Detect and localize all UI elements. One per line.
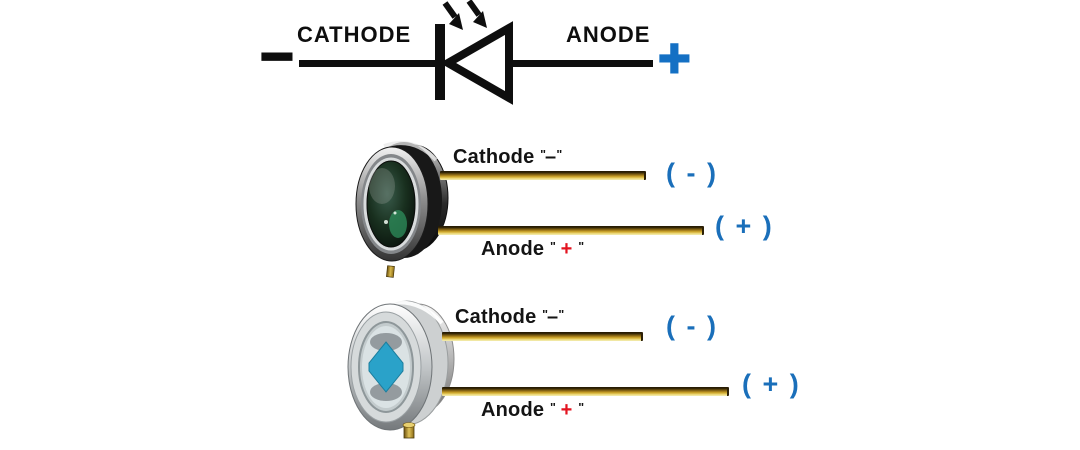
- cathode-sign: –: [547, 306, 559, 328]
- anode-lead: [442, 387, 729, 396]
- cathode-lead-label: Cathode "–": [455, 306, 564, 328]
- close-quote: ": [556, 147, 562, 162]
- cathode-polarity-marker: ( - ): [666, 158, 718, 188]
- photodiode-dome-lens-photo: [355, 141, 449, 278]
- open-quote: ": [540, 147, 546, 162]
- cathode-label-text: Cathode: [453, 146, 535, 168]
- close-quote: ": [578, 400, 584, 415]
- anode-polarity-marker: ( + ): [715, 211, 774, 241]
- cathode-bar: [435, 24, 445, 100]
- cathode-lead: [440, 171, 646, 180]
- photodiode-flat-window-photo: [347, 300, 455, 439]
- schematic-anode-label: ANODE: [566, 22, 651, 47]
- anode-label-text: Anode: [481, 238, 545, 260]
- light-arrows-icon: [442, 0, 487, 30]
- cathode-polarity-marker: ( - ): [666, 311, 718, 341]
- positive-terminal-sign: +: [657, 26, 692, 89]
- schematic-cathode-label: CATHODE: [297, 22, 412, 47]
- negative-terminal-sign: −: [259, 24, 295, 89]
- open-quote: ": [542, 307, 548, 322]
- anode-lead-label: Anode " + ": [481, 238, 584, 260]
- close-quote: ": [578, 239, 584, 254]
- anode-polarity-marker: ( + ): [742, 369, 801, 399]
- cathode-wire: [299, 60, 438, 67]
- anode-lead-label: Anode " + ": [481, 399, 584, 421]
- anode-sign: +: [560, 399, 573, 421]
- anode-wire: [509, 60, 653, 67]
- close-quote: ": [558, 307, 564, 322]
- open-quote: ": [549, 400, 556, 415]
- anode-sign: +: [560, 238, 573, 260]
- cathode-lead: [442, 332, 643, 341]
- anode-label-text: Anode: [481, 399, 545, 421]
- cathode-label-text: Cathode: [455, 306, 537, 328]
- cathode-sign: –: [545, 146, 557, 168]
- cathode-lead-label: Cathode "–": [453, 146, 562, 168]
- anode-lead: [438, 226, 704, 235]
- open-quote: ": [549, 239, 556, 254]
